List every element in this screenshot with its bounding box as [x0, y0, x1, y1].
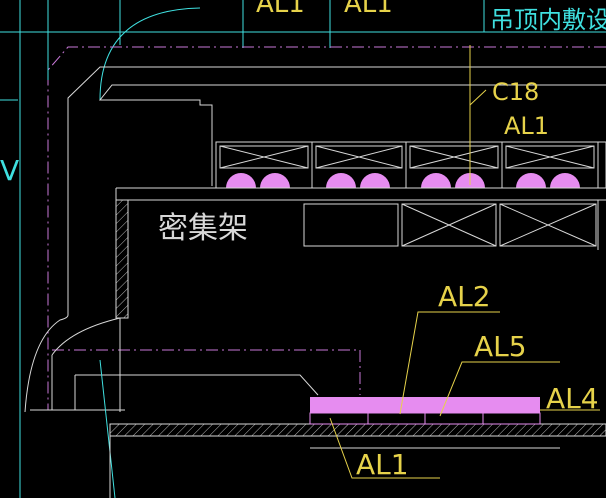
lamp [260, 173, 290, 188]
duct-outline [24, 66, 606, 413]
leader-lines [329, 45, 600, 479]
lamp [360, 173, 390, 188]
ceiling-dashdot [47, 46, 606, 410]
top-frame [0, 0, 606, 101]
floor-cable-tray [309, 397, 541, 425]
label-top-al1-b: AL1 [344, 0, 393, 19]
lamp [550, 173, 580, 188]
lamp [326, 173, 356, 188]
rack-structure [115, 187, 606, 319]
left-v-mark: V [0, 154, 19, 187]
lamp-fixtures [226, 173, 580, 188]
label-al5: AL5 [474, 330, 527, 363]
label-al4: AL4 [546, 382, 599, 415]
lamp [516, 173, 546, 188]
label-compact-shelving: 密集架 [158, 211, 248, 246]
lamp [226, 173, 256, 188]
label-al2: AL2 [438, 280, 491, 313]
label-top-al1-a: AL1 [256, 0, 305, 19]
left-lines [0, 0, 116, 498]
label-c18: C18 [492, 78, 539, 106]
label-al1-lower: AL1 [356, 448, 409, 481]
label-al1-upper: AL1 [504, 112, 549, 140]
lamp [421, 173, 451, 188]
label-ceiling-install: 吊顶内敷设 [490, 6, 606, 34]
